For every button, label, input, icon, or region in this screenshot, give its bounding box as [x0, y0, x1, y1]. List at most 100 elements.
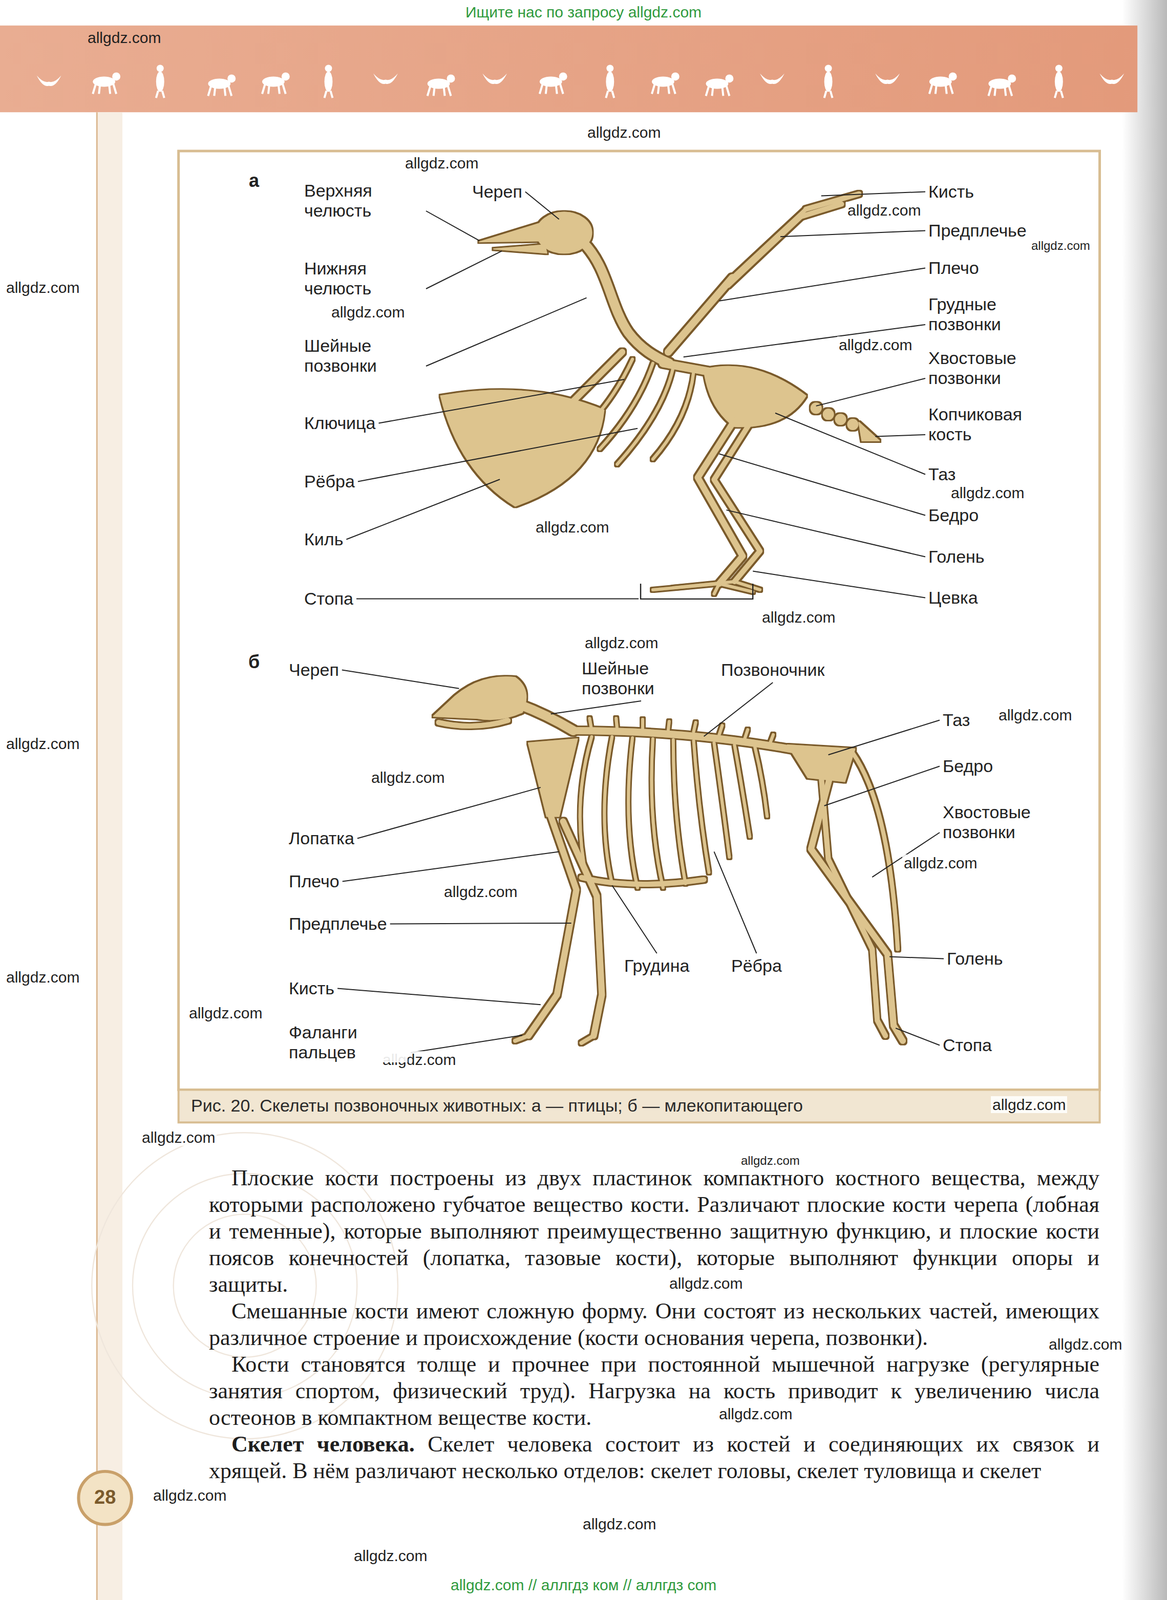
part-label: Кисть: [288, 978, 335, 999]
mammal-skeleton-part: [518, 704, 574, 731]
bird-skeleton-part: [704, 366, 806, 428]
mammal-skeleton: [433, 676, 903, 1043]
header-animal-silhouettes-part: [207, 74, 236, 96]
leader-line: [356, 598, 639, 600]
mammal-skeleton-part: [528, 816, 577, 1036]
watermark: allgdz.com: [4, 968, 81, 986]
header-animal-silhouettes-part: [651, 72, 680, 95]
watermark: allgdz.com: [187, 1004, 264, 1022]
watermark: allgdz.com: [581, 1515, 658, 1533]
header-animal-silhouettes-part: [427, 74, 456, 96]
part-label: Верхняя челюсть: [304, 180, 423, 221]
part-label: Череп: [472, 181, 523, 202]
header-animal-silhouettes-part: [875, 73, 900, 84]
part-label: Хвостовые позвонки: [928, 348, 1048, 389]
leader-line: [824, 766, 940, 806]
bird-skeleton-part: [835, 414, 846, 425]
leader-line: [719, 454, 926, 516]
figure-caption: Рис. 20. Скелеты позвоночных животных: а…: [191, 1095, 803, 1116]
part-label: Позвоночник: [720, 660, 825, 681]
part-label: Грудина: [624, 956, 690, 976]
leader-line: [342, 851, 560, 882]
mammal-skeleton-part: [580, 736, 768, 888]
watermark: allgdz.com: [583, 634, 660, 652]
part-label: Предплечье: [928, 220, 1027, 241]
part-label: Цевка: [928, 587, 979, 608]
leader-line: [357, 787, 541, 839]
mammal-skeleton-part: [528, 738, 578, 817]
leader-line: [780, 230, 926, 238]
part-label: Киль: [304, 529, 344, 550]
watermark: allgdz.com: [845, 201, 923, 219]
leader-line: [719, 268, 926, 302]
leader-line: [346, 479, 500, 540]
leader-line: [816, 378, 926, 407]
part-label: Кисть: [928, 181, 974, 202]
part-label: Голень: [928, 546, 985, 567]
part-label: Шейные позвонки: [581, 658, 701, 699]
part-label: Предплечье: [288, 914, 388, 935]
bird-skeleton-part: [697, 420, 744, 584]
leader-line: [378, 379, 625, 423]
leader-line: [426, 210, 480, 241]
bird-skeleton-part: [713, 423, 760, 582]
mammal-skeleton-part: [581, 877, 705, 885]
panel-letter: а: [248, 170, 260, 192]
leader-line: [337, 988, 541, 1006]
part-label: Голень: [946, 948, 1004, 969]
part-label: Хвостовые позвонки: [942, 802, 1062, 843]
header-animal-silhouettes-part: [1054, 65, 1064, 99]
watermark: allgdz.com: [369, 769, 447, 787]
leader-line: [426, 250, 502, 289]
part-label: Лопатка: [288, 828, 355, 849]
leader-line: [821, 192, 926, 197]
part-label: Плечо: [288, 871, 340, 892]
foot-bracket: [640, 583, 753, 600]
watermark: allgdz.com: [4, 735, 81, 753]
header-animal-silhouettes-part: [539, 72, 568, 95]
watermark: allgdz.com: [949, 484, 1026, 502]
part-label: Бедро: [928, 505, 979, 526]
watermark: allgdz.com: [585, 123, 663, 141]
leader-line: [357, 428, 638, 482]
part-label: Шейные позвонки: [304, 335, 423, 376]
margin-rule: [96, 112, 98, 1600]
body-text: Плоские кости построены из двух пластино…: [208, 1164, 1100, 1485]
leader-line: [525, 192, 560, 220]
leader-line: [426, 298, 587, 367]
figure-frame: [178, 151, 1100, 1091]
caption-band: [178, 1090, 1100, 1123]
header-animal-silhouettes-part: [36, 75, 62, 86]
section-heading: Скелет человека.: [231, 1431, 415, 1457]
leader-line: [889, 957, 944, 960]
bird-skeleton-part: [728, 209, 806, 286]
leader-line: [775, 413, 926, 475]
body-paragraph: Плоские кости построены из двух пластино…: [208, 1164, 1100, 1299]
mammal-skeleton-part: [589, 718, 774, 744]
watermark: allgdz.com: [4, 279, 81, 296]
header-animal-silhouettes-part: [262, 72, 290, 95]
header-animal-silhouettes: [36, 65, 1125, 99]
leader-line: [342, 670, 460, 689]
header-animal-silhouettes-part: [1099, 73, 1125, 84]
watermark: allgdz.com: [667, 1275, 745, 1292]
part-label: Таз: [942, 710, 970, 731]
header-animal-silhouettes-part: [482, 73, 507, 84]
page-curl-shadow: [1121, 0, 1167, 1600]
bird-skeleton-part: [847, 419, 858, 430]
part-label: Череп: [288, 660, 339, 681]
body-paragraph: Смешанные кости имеют сложную форму. Они…: [208, 1298, 1100, 1352]
watermark: allgdz.com: [902, 854, 979, 872]
part-label: Нижняя челюсть: [304, 258, 423, 299]
bird-skeleton: [440, 194, 880, 594]
leader-line: [752, 571, 926, 599]
watermark: allgdz.com: [717, 1405, 794, 1423]
watermark: allgdz.com: [1047, 1335, 1124, 1353]
bird-skeleton-part: [493, 244, 547, 253]
watermark: allgdz.com: [151, 1487, 228, 1504]
watermark: allgdz.com: [534, 518, 611, 536]
mammal-skeleton-part: [811, 771, 903, 1042]
part-label: Стопа: [942, 1035, 992, 1056]
part-label: Грудные позвонки: [928, 294, 1048, 335]
